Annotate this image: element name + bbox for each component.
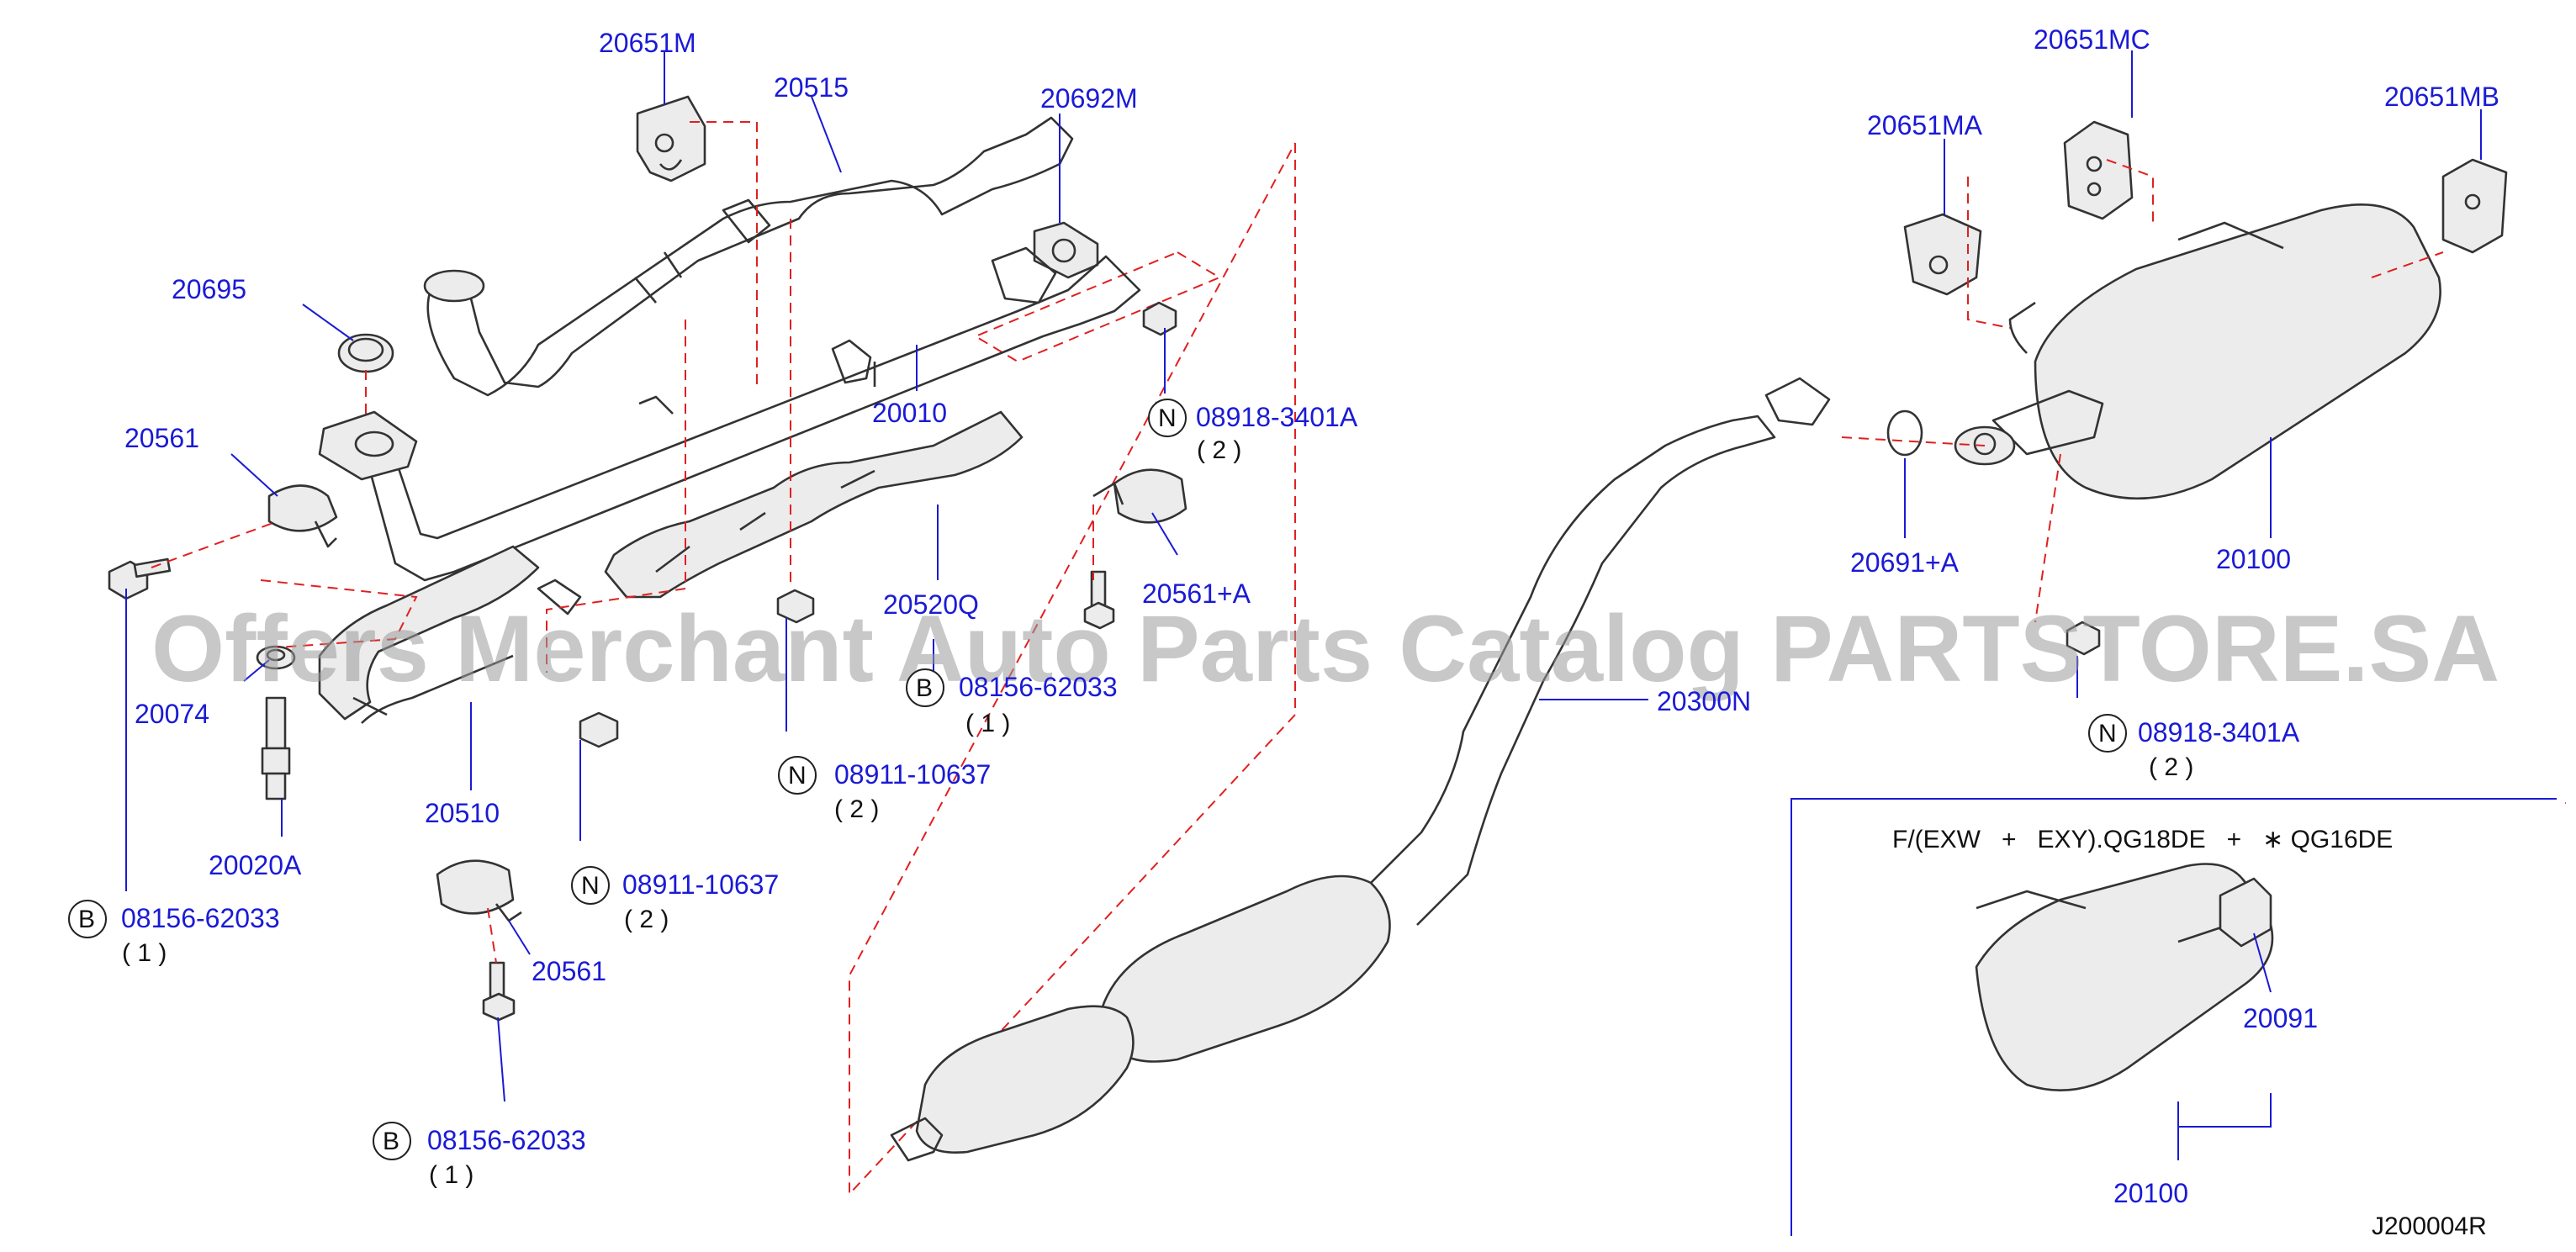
label-20300N[interactable]: 20300N xyxy=(1657,686,1751,716)
mount-rubber-20651MC xyxy=(2063,120,2134,220)
label-20561A[interactable]: 20561+A xyxy=(1142,578,1251,609)
fastener-callout-f6[interactable]: B 08156-62033 ( 1 ) xyxy=(373,1122,586,1189)
part-labels: 20651M 20515 20692M 20695 20561 20010 20… xyxy=(124,24,2499,1208)
fastener-prefix: B xyxy=(383,1128,399,1155)
label-20561-lower[interactable]: 20561 xyxy=(532,956,606,986)
front-pipe-20010 xyxy=(318,246,1141,582)
clamp-20561-lower xyxy=(436,859,522,922)
label-20695[interactable]: 20695 xyxy=(172,274,246,304)
fastener-part: 08156-62033 xyxy=(959,672,1118,702)
label-20100-inset[interactable]: 20100 xyxy=(2113,1178,2188,1208)
fastener-part: 08156-62033 xyxy=(121,903,280,933)
label-20651MC[interactable]: 20651MC xyxy=(2034,24,2150,55)
front-tube-20515 xyxy=(423,116,1074,397)
leader-lines xyxy=(125,50,2482,1160)
label-20074[interactable]: 20074 xyxy=(135,699,209,729)
nut-08911-lower xyxy=(579,711,619,748)
fastener-qty: ( 2 ) xyxy=(1197,436,1241,464)
alignment-dashes xyxy=(151,121,2444,964)
fastener-callout-f1[interactable]: N 08918-3401A ( 2 ) xyxy=(1148,399,1358,464)
gasket-20691A xyxy=(1886,409,1923,457)
fastener-part: 08156-62033 xyxy=(427,1125,586,1155)
fastener-callout-f7[interactable]: N 08918-3401A ( 2 ) xyxy=(2088,714,2300,781)
label-20091[interactable]: 20091 xyxy=(2243,1003,2318,1033)
fastener-prefix: N xyxy=(2098,720,2117,748)
assembly-boundary xyxy=(849,142,1296,1197)
fastener-part: 08911-10637 xyxy=(622,869,779,900)
mount-rubber-20651M xyxy=(636,95,706,182)
inset-caption: F/(EXW + EXY).QG18DE + ∗ QG16DE xyxy=(1892,826,2393,853)
fastener-qty: ( 1 ) xyxy=(429,1161,473,1189)
fastener-prefix: N xyxy=(1158,404,1177,432)
watermark-text: Offers Merchant Auto Parts Catalog PARTS… xyxy=(151,596,2499,701)
mount-rubber-20651MB xyxy=(2441,158,2508,254)
label-20651MA[interactable]: 20651MA xyxy=(1867,110,1983,140)
nut-08918-upper xyxy=(1142,301,1177,336)
fastener-callout-f2[interactable]: B 08156-62033 ( 1 ) xyxy=(906,668,1118,737)
fastener-qty: ( 1 ) xyxy=(122,939,167,967)
heat-insulator-20510 xyxy=(318,545,582,724)
heat-insulator-20520Q xyxy=(604,410,1024,599)
fastener-prefix: N xyxy=(788,762,807,790)
mount-rubber-20651MA xyxy=(1903,213,1982,296)
label-20010[interactable]: 20010 xyxy=(872,398,947,428)
figure-code: J200004R xyxy=(2372,1212,2487,1240)
clamp-20561A xyxy=(1092,468,1187,524)
fastener-qty: ( 2 ) xyxy=(834,795,879,823)
gasket-20692M xyxy=(1033,221,1099,279)
label-20651MB[interactable]: 20651MB xyxy=(2384,82,2499,112)
fastener-prefix: B xyxy=(916,674,933,702)
fastener-callout-f5[interactable]: N 08911-10637 ( 2 ) xyxy=(571,866,779,933)
fastener-part: 08918-3401A xyxy=(2138,717,2300,748)
main-muffler-20100 xyxy=(1954,203,2441,500)
center-muffler-20300N xyxy=(890,377,1831,1162)
fastener-part: 08911-10637 xyxy=(834,759,991,790)
oxygen-sensor-20020A xyxy=(261,696,291,800)
inset-variant-box xyxy=(1791,798,2557,1236)
nut-08911-upper xyxy=(776,589,815,624)
label-20561-left[interactable]: 20561 xyxy=(124,423,199,453)
label-20651M[interactable]: 20651M xyxy=(599,28,696,58)
bolt-clamp-A xyxy=(1083,570,1115,630)
nut-08918-right xyxy=(2066,621,2101,656)
bolt-left xyxy=(108,557,172,600)
bolt-lower xyxy=(482,961,516,1022)
label-20020A[interactable]: 20020A xyxy=(209,850,302,880)
clamp-20561-left xyxy=(267,484,338,548)
ring-20695 xyxy=(337,333,394,373)
label-20692M[interactable]: 20692M xyxy=(1040,83,1138,114)
label-20520Q[interactable]: 20520Q xyxy=(883,589,979,620)
fastener-callout-f3[interactable]: N 08911-10637 ( 2 ) xyxy=(778,756,991,823)
label-20510[interactable]: 20510 xyxy=(425,798,500,828)
fastener-part: 08918-3401A xyxy=(1196,402,1358,432)
fastener-prefix: N xyxy=(581,872,600,900)
fastener-qty: ( 2 ) xyxy=(2149,753,2193,781)
fastener-qty: ( 1 ) xyxy=(965,710,1010,737)
fastener-prefix: B xyxy=(78,906,95,933)
fastener-callout-f4[interactable]: B 08156-62033 ( 1 ) xyxy=(68,900,280,967)
label-20691A[interactable]: 20691+A xyxy=(1850,547,1960,578)
label-20100[interactable]: 20100 xyxy=(2216,544,2291,574)
label-20515[interactable]: 20515 xyxy=(774,72,849,103)
fastener-qty: ( 2 ) xyxy=(624,906,669,933)
